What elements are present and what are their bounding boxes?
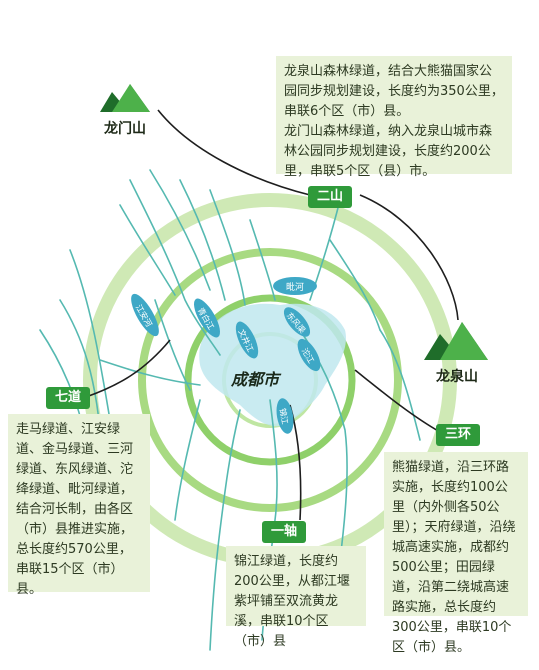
river-network [39, 169, 421, 651]
tag-seven-ways: 七道 [46, 387, 90, 409]
tag-one-axis: 一轴 [262, 521, 306, 543]
longmen-mountain-icon [100, 84, 150, 112]
inner-ring [184, 294, 356, 466]
city-area [199, 303, 346, 427]
longmen-label: 龙门山 [104, 121, 146, 137]
river-label-jinjiang: 锦江 [278, 407, 291, 424]
two-mountains-text-1: 龙泉山森林绿道，结合大熊猫国家公园同步规划建设，长度约为350公里，串联6个区（… [284, 64, 504, 119]
seven-ways-text: 走马绿道、江安绿道、金马绿道、三河绿道、东风绿道、沱绛绿道、毗河绿道，结合河长制… [16, 422, 134, 597]
three-rings-text: 熊猫绿道，沿三环路实施，长度约100公里（内外侧各50公里）；天府绿道，沿绕城高… [392, 460, 516, 655]
middle-ring [138, 248, 402, 512]
one-axis-description: 锦江绿道，长度约200公里，从都江堰紫坪铺至双流黄龙溪，串联10个区（市）县 [226, 546, 366, 649]
two-mountains-description: 龙泉山森林绿道，结合大熊猫国家公园同步规划建设，长度约为350公里，串联6个区（… [276, 56, 512, 179]
one-axis-text: 锦江绿道，长度约200公里，从都江堰紫坪铺至双流黄龙溪，串联10个区（市）县 [234, 554, 350, 649]
longquan-mountain-icon [424, 322, 488, 360]
two-mountains-text-2: 龙门山森林绿道，纳入龙泉山城市森林公园同步规划建设，长度约200公里，串联5个区… [284, 124, 493, 179]
tag-two-mountains: 二山 [308, 186, 352, 208]
city-label: 成都市 [230, 370, 282, 389]
leader-lines [85, 109, 459, 521]
seven-ways-description: 走马绿道、江安绿道、金马绿道、三河绿道、东风绿道、沱绛绿道、毗河绿道，结合河长制… [8, 414, 150, 597]
river-label-pi: 毗河 [286, 281, 304, 293]
longquan-label: 龙泉山 [436, 369, 478, 385]
tag-three-rings: 三环 [436, 424, 480, 446]
river-labels: 毗河 东风渠 沱江 青白江 文井江 江安河 锦江 [131, 277, 321, 434]
three-rings-description: 熊猫绿道，沿三环路实施，长度约100公里（内外侧各50公里）；天府绿道，沿绕城高… [384, 452, 528, 655]
